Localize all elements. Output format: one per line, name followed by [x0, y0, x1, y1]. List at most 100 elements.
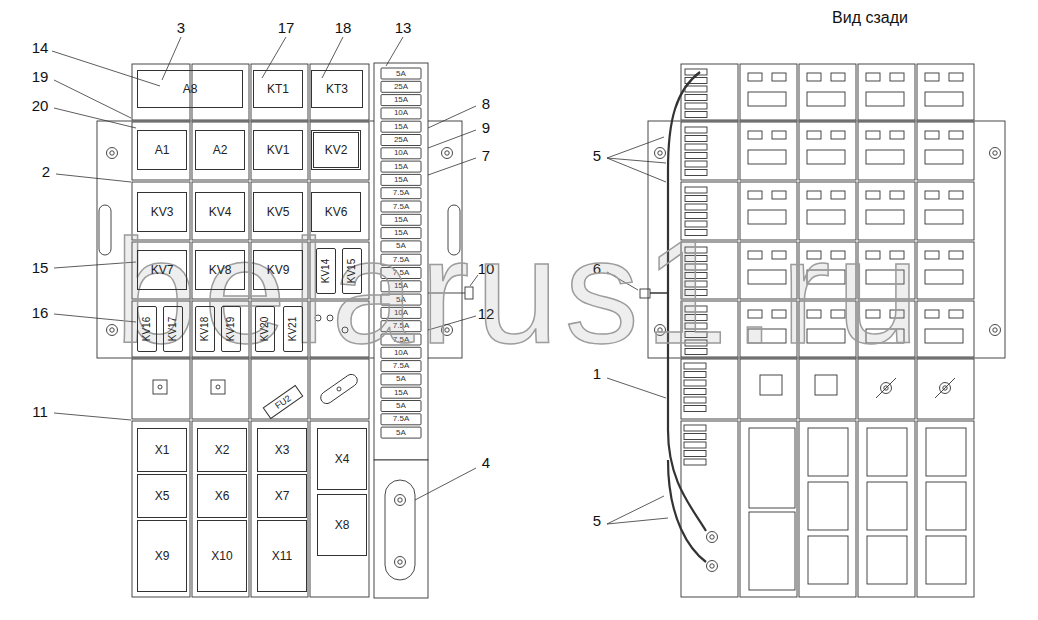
- callout-number: 15: [32, 260, 49, 275]
- bolt: [993, 151, 997, 155]
- relay-socket: KV14: [316, 248, 336, 294]
- leader-line: [607, 272, 638, 290]
- socket-label: KV6: [325, 206, 348, 218]
- rivet: [158, 385, 162, 389]
- contact: [925, 251, 939, 259]
- contact: [772, 251, 786, 259]
- mounting-slot: [99, 205, 111, 255]
- terminal-strip: [685, 323, 707, 329]
- leader-line: [607, 137, 664, 158]
- contact: [949, 251, 963, 259]
- fuse-rating: 7.5A: [393, 203, 409, 211]
- socket-label: KV9: [267, 264, 290, 276]
- socket-cell: [740, 359, 797, 419]
- bolt: [707, 561, 718, 572]
- bolt: [110, 328, 114, 332]
- socket-cell: [858, 182, 915, 240]
- connector-housing: [808, 428, 848, 476]
- connector-housing: [867, 428, 907, 476]
- connector-socket: X4: [317, 428, 367, 490]
- leader-line: [428, 316, 476, 330]
- contact: [772, 191, 786, 199]
- socket-cell: [858, 301, 915, 357]
- callout-number: 13: [395, 20, 412, 35]
- socket-label: X1: [155, 444, 170, 456]
- bolt: [107, 325, 118, 336]
- connector-socket: X8: [317, 494, 367, 556]
- socket-cell: [132, 359, 190, 419]
- contact: [807, 310, 821, 318]
- connector-socket: X11: [257, 520, 307, 592]
- contact: [807, 150, 845, 164]
- socket-cell: [310, 64, 369, 120]
- socket-cell: [192, 421, 249, 597]
- callout-number: 4: [482, 455, 490, 470]
- bolt: [993, 328, 997, 332]
- terminal-strip: [684, 363, 706, 369]
- fuse: [381, 361, 421, 372]
- contact: [925, 92, 963, 106]
- relay-socket: A2: [195, 130, 245, 170]
- sensor-plug: [465, 287, 473, 299]
- terminal-strip: [684, 372, 706, 378]
- terminal-strip: [685, 315, 707, 321]
- socket-label: KV2: [325, 144, 348, 156]
- contact: [866, 131, 880, 139]
- socket-label: KV15: [347, 259, 357, 283]
- fuse-holder: [760, 375, 782, 395]
- relay-socket: KV19: [221, 306, 241, 352]
- contact: [807, 251, 821, 259]
- socket-label: X11: [272, 550, 292, 562]
- socket-cell: [310, 122, 369, 180]
- fuse-rating: 15A: [394, 282, 408, 290]
- relay-socket: KV1: [253, 130, 303, 170]
- leader-line: [428, 130, 476, 148]
- callout-number: 2: [42, 164, 50, 179]
- fuse: [381, 241, 421, 252]
- connector-housing: [926, 482, 966, 530]
- fuse-holder: [318, 372, 359, 406]
- leader-line: [54, 262, 136, 268]
- contact: [807, 191, 821, 199]
- socket-cell: [132, 64, 190, 120]
- terminal-strip: [685, 221, 707, 227]
- fuse-rating: 10A: [394, 109, 408, 117]
- bolt: [110, 151, 114, 155]
- leader-line: [428, 158, 476, 175]
- socket-cell: [858, 242, 915, 299]
- socket-label: X7: [275, 490, 290, 502]
- socket-cell: [310, 242, 369, 299]
- bolt: [710, 535, 714, 539]
- socket-cell: [310, 421, 369, 597]
- socket-label: KV14: [321, 259, 331, 283]
- socket-cell: [740, 421, 797, 597]
- bolt: [445, 328, 449, 332]
- socket-cell: [681, 301, 738, 357]
- fuse: [381, 294, 421, 305]
- fuse-rating: 25A: [394, 83, 408, 91]
- terminal-strip: [685, 136, 707, 142]
- socket-cell: [192, 122, 249, 180]
- connector-socket: X10: [197, 520, 247, 592]
- socket-label: KT3: [326, 83, 348, 95]
- terminal-strip: [684, 389, 706, 395]
- terminal-strip: [684, 434, 706, 440]
- sensor-plug: [640, 289, 650, 298]
- callout-number: 6: [593, 261, 601, 276]
- bolt: [655, 148, 666, 159]
- socket-cell: [799, 301, 856, 357]
- socket-cell: [799, 421, 856, 597]
- fuse: [381, 321, 421, 332]
- socket-cell: [799, 359, 856, 419]
- connector-socket: X1: [137, 428, 187, 472]
- fuse-rating: 15A: [394, 96, 408, 104]
- fuse-rating: 5A: [396, 242, 406, 250]
- fuse: [381, 135, 421, 146]
- terminal-strip: [685, 256, 707, 262]
- callout-number: 8: [482, 96, 490, 111]
- terminal-strip: [685, 306, 707, 312]
- socket-cell: [251, 359, 308, 419]
- contact: [866, 251, 880, 259]
- socket-cell: [132, 301, 190, 357]
